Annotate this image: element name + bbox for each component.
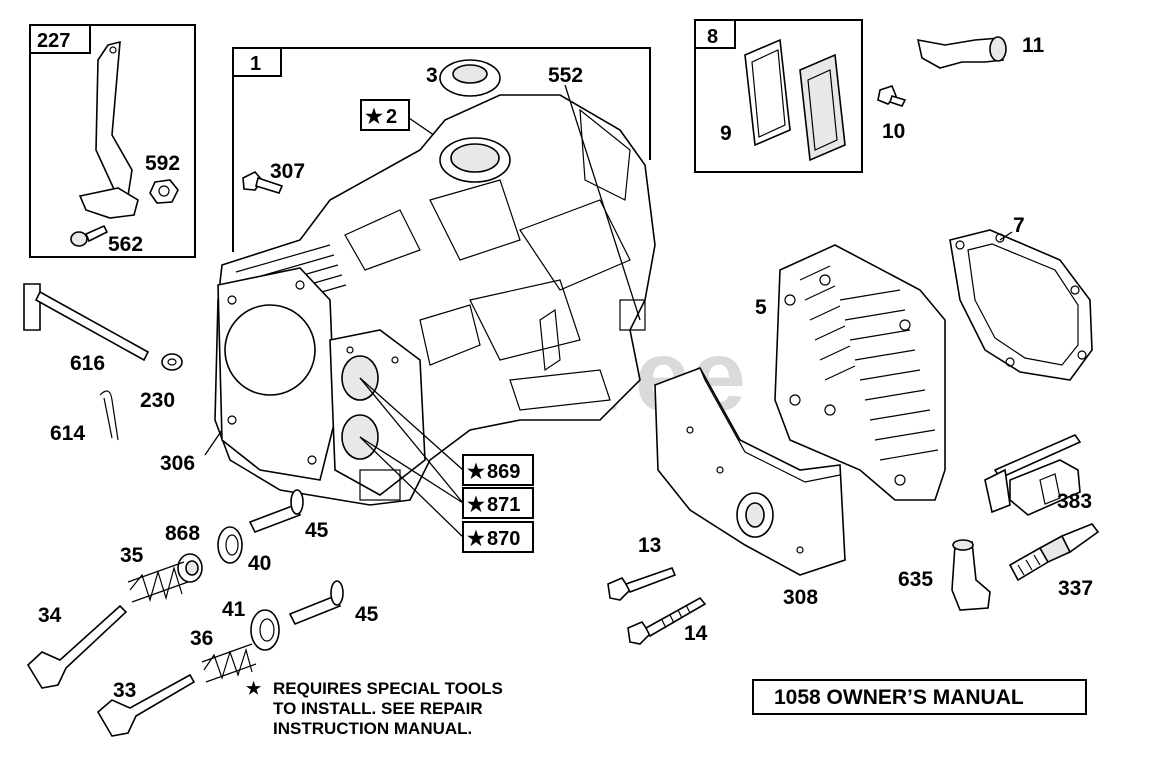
seal-40-part [217, 526, 243, 564]
label-562: 562 [108, 233, 143, 256]
tag-2 [360, 99, 410, 131]
screw-562-part [70, 231, 88, 247]
bolt-14-part [627, 621, 652, 645]
label-871: 871 [487, 494, 520, 516]
label-1: 1 [250, 53, 261, 75]
label-10: 10 [882, 120, 905, 143]
bolt-13-part [607, 577, 632, 601]
label-33: 33 [113, 679, 136, 702]
note-star: ★ [246, 679, 262, 698]
bracket-616-part [23, 283, 41, 331]
label-13: 13 [638, 534, 661, 557]
tag-227 [29, 24, 91, 54]
note-line-2: TO INSTALL. SEE REPAIR [273, 699, 483, 718]
star-871: ★ [467, 494, 485, 516]
label-383: 383 [1057, 490, 1092, 513]
manual-box [752, 679, 1087, 715]
pin-614-part [99, 390, 119, 441]
breather-tube-11-part [916, 37, 1004, 69]
star-870: ★ [467, 528, 485, 550]
label-35: 35 [120, 544, 144, 567]
guide-45a-part [248, 503, 302, 534]
label-616: 616 [70, 352, 105, 375]
air-guide-308-part [654, 367, 846, 576]
label-308: 308 [783, 586, 818, 609]
label-14: 14 [684, 622, 708, 645]
note-line-1: REQUIRES SPECIAL TOOLS [273, 679, 503, 698]
label-5: 5 [755, 296, 767, 319]
label-40: 40 [248, 552, 271, 575]
breather-gasket-9-part [744, 38, 791, 147]
label-230: 230 [140, 389, 175, 412]
valve-34-part [26, 604, 128, 689]
tag-1 [232, 47, 282, 77]
label-614: 614 [50, 422, 85, 445]
seal-41-part [250, 609, 280, 651]
cylinder-block-part [214, 94, 656, 506]
label-34: 34 [38, 604, 62, 627]
label-11: 11 [1022, 34, 1045, 57]
label-8: 8 [707, 26, 718, 48]
note-line-3: INSTRUCTION MANUAL. [273, 719, 472, 738]
label-869: 869 [487, 461, 520, 483]
label-7: 7 [1013, 214, 1025, 237]
label-337: 337 [1058, 577, 1093, 600]
frame-227 [29, 24, 196, 258]
spark-plug-337-part [1008, 523, 1100, 582]
label-9: 9 [720, 122, 732, 145]
head-gasket-7-part [949, 229, 1093, 381]
group-8: 8 9 [694, 19, 863, 173]
label-45b: 45 [355, 603, 379, 626]
group-227: 227 592 562 [29, 24, 196, 258]
rod-616-part [34, 290, 150, 362]
label-635: 635 [898, 568, 933, 591]
label-227: 227 [37, 30, 70, 52]
governor-lever-part [95, 40, 133, 199]
label-45a: 45 [305, 519, 329, 542]
nut-592-part [149, 179, 179, 204]
guide-45b-part [288, 594, 342, 626]
governor-clamp-part [78, 187, 139, 219]
breather-cover-part [799, 53, 846, 162]
label-868: 868 [165, 522, 200, 545]
frame-1 [232, 47, 651, 252]
label-306: 306 [160, 452, 195, 475]
valve-33-part [96, 673, 196, 737]
spring-35-part [129, 565, 183, 603]
star-869: ★ [467, 461, 485, 483]
label-2: 2 [386, 106, 397, 128]
tag-8 [694, 19, 736, 49]
frame-8 [694, 19, 863, 173]
washer-230-part [161, 353, 183, 371]
label-36: 36 [190, 627, 213, 650]
label-307: 307 [270, 160, 305, 183]
cylinder-head-5-part [774, 244, 946, 501]
manual-label: 1058 OWNER’S MANUAL [774, 686, 1024, 709]
label-870: 870 [487, 528, 520, 550]
tool-383-part [984, 434, 1082, 516]
elbow-635-part [951, 541, 991, 611]
star-2: ★ [365, 106, 383, 128]
label-3: 3 [426, 64, 438, 87]
label-41: 41 [222, 598, 246, 621]
label-592: 592 [145, 152, 180, 175]
label-552: 552 [548, 64, 583, 87]
